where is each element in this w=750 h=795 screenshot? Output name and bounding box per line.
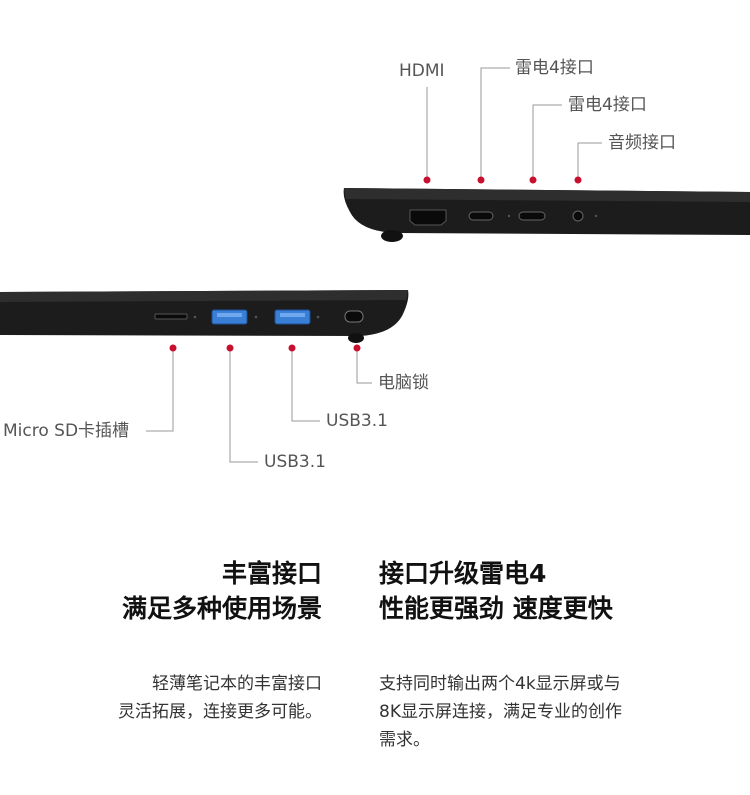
thunderbolt-label-1: 雷电4接口 bbox=[515, 58, 594, 78]
right-body-line3: 需求。 bbox=[379, 730, 430, 750]
thunderbolt-port-icon bbox=[468, 211, 494, 221]
right-headline-line1: 接口升级雷电4 bbox=[379, 559, 547, 588]
bottom-leader-lines bbox=[146, 348, 372, 463]
left-body-line1: 轻薄笔记本的丰富接口 bbox=[152, 674, 322, 694]
left-headline-line2: 满足多种使用场景 bbox=[121, 594, 322, 623]
lock-slot-icon bbox=[344, 310, 364, 323]
lock-label: 电脑锁 bbox=[378, 373, 429, 393]
microsd-label: Micro SD卡插槽 bbox=[3, 421, 130, 441]
usb-label-2: USB3.1 bbox=[264, 452, 326, 472]
thunderbolt-label-2: 雷电4接口 bbox=[568, 95, 647, 115]
laptop-left-side bbox=[0, 290, 409, 343]
top-marker-dots bbox=[423, 176, 582, 184]
top-leader-lines bbox=[426, 67, 602, 180]
hdmi-label: HDMI bbox=[399, 61, 445, 81]
left-body-line2: 灵活拓展，连接更多可能。 bbox=[118, 702, 322, 722]
hdmi-port-icon bbox=[409, 209, 447, 226]
right-body-line2: 8K显示屏连接，满足专业的创作 bbox=[379, 702, 622, 722]
laptop-right-side bbox=[343, 188, 750, 242]
right-headline-line2: 性能更强劲 速度更快 bbox=[379, 594, 613, 623]
thunderbolt-port-icon bbox=[518, 211, 546, 221]
microsd-slot-icon bbox=[154, 313, 188, 320]
audio-jack-icon bbox=[572, 210, 584, 222]
right-body-line1: 支持同时输出两个4k显示屏或与 bbox=[379, 674, 621, 694]
audio-label: 音频接口 bbox=[608, 133, 676, 153]
left-headline-line1: 丰富接口 bbox=[221, 559, 322, 588]
bottom-marker-dots bbox=[169, 344, 361, 352]
usb-label-1: USB3.1 bbox=[326, 411, 388, 431]
